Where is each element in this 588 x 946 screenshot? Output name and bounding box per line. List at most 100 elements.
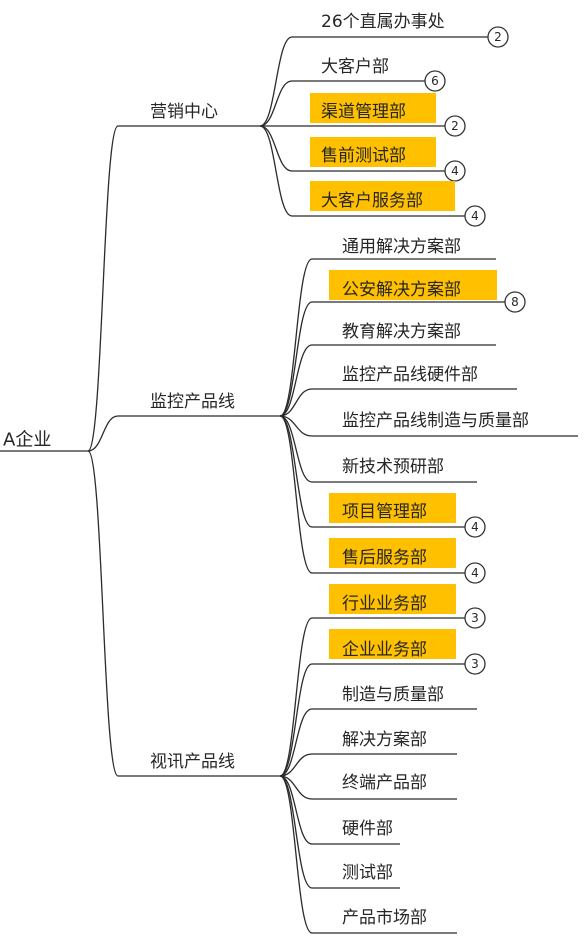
- highlight-box: [329, 493, 456, 523]
- root-to-branch-connector: [87, 125, 119, 452]
- department-label: 售后服务部: [342, 548, 427, 568]
- department-label: 教育解决方案部: [342, 322, 461, 342]
- badge-count: 6: [431, 74, 439, 88]
- highlight-box: [310, 137, 436, 167]
- badge-circle: [487, 26, 509, 48]
- count-badge: 4: [464, 516, 486, 538]
- department-node: 终端产品部: [342, 773, 427, 793]
- badge-count: 4: [471, 520, 479, 534]
- department-node: 渠道管理部 2: [310, 93, 466, 137]
- branch-to-child-connector: [279, 663, 313, 777]
- branch-to-child-connector: [279, 415, 313, 574]
- badge-count: 2: [451, 119, 459, 133]
- branch-to-child-connector: [279, 258, 313, 417]
- branch-to-child-connector: [279, 344, 313, 417]
- badge-count: 4: [471, 566, 479, 580]
- department-label: 项目管理部: [342, 502, 427, 522]
- department-node: 通用解决方案部: [342, 237, 461, 257]
- department-node: 产品市场部: [342, 908, 427, 928]
- department-label: 大客户服务部: [321, 191, 423, 211]
- badge-count: 4: [451, 164, 459, 178]
- department-node: 大客户部 6: [321, 57, 446, 92]
- count-badge: 3: [464, 653, 486, 675]
- branch-to-child-connector: [259, 125, 293, 217]
- branch-to-child-connector: [279, 775, 313, 889]
- badge-circle: [464, 562, 486, 584]
- department-label: 监控产品线硬件部: [342, 365, 478, 385]
- department-label: 大客户部: [321, 57, 389, 77]
- mind-map-nodes: A企业 营销中心 26个直属办事处 2 大客户部 6 渠道管理部 2 售前测试部 4 大客户服务部 4…: [3, 12, 529, 928]
- highlight-box: [329, 270, 497, 300]
- branch-to-child-connector: [279, 753, 313, 777]
- badge-circle: [464, 205, 486, 227]
- branch-to-child-connector: [279, 415, 313, 528]
- badge-circle: [424, 70, 446, 92]
- department-node: 监控产品线制造与质量部: [342, 411, 529, 431]
- department-label: 公安解决方案部: [342, 280, 461, 300]
- branch-to-child-connector: [259, 80, 293, 127]
- root-node-label: A企业: [3, 430, 51, 451]
- department-node: 企业业务部 3: [329, 629, 486, 675]
- branch-to-child-connector: [279, 415, 313, 483]
- count-badge: 4: [464, 562, 486, 584]
- count-badge: 8: [504, 291, 526, 313]
- highlight-box: [329, 629, 456, 659]
- department-node: 测试部: [342, 863, 393, 883]
- department-node: 公安解决方案部 8: [329, 270, 526, 313]
- badge-circle: [504, 291, 526, 313]
- department-node: 制造与质量部: [342, 685, 444, 705]
- branch-to-child-connector: [279, 301, 313, 417]
- department-label: 解决方案部: [342, 730, 427, 750]
- count-badge: 4: [464, 205, 486, 227]
- badge-count: 4: [471, 209, 479, 223]
- branch-to-child-connector: [279, 708, 313, 777]
- department-label: 通用解决方案部: [342, 237, 461, 257]
- department-label: 企业业务部: [342, 640, 427, 660]
- department-label: 售前测试部: [321, 146, 406, 166]
- department-node: 26个直属办事处 2: [321, 12, 509, 48]
- connector-lines: [0, 36, 578, 934]
- branch-to-child-connector: [259, 36, 293, 127]
- badge-count: 3: [471, 657, 479, 671]
- badge-circle: [464, 607, 486, 629]
- department-node: 监控产品线硬件部: [342, 365, 478, 385]
- badge-circle: [464, 653, 486, 675]
- badge-circle: [464, 516, 486, 538]
- count-badge: 4: [444, 160, 466, 182]
- department-label: 硬件部: [342, 819, 393, 839]
- department-node: 大客户服务部 4: [310, 181, 486, 227]
- department-node: 硬件部: [342, 819, 393, 839]
- department-label: 产品市场部: [342, 908, 427, 928]
- branch-label: 营销中心: [150, 102, 218, 122]
- branch-to-child-connector: [279, 775, 313, 934]
- branch-to-child-connector: [279, 775, 313, 845]
- highlight-box: [329, 584, 456, 614]
- department-label: 渠道管理部: [321, 102, 406, 122]
- department-label: 测试部: [342, 863, 393, 883]
- department-label: 26个直属办事处: [321, 12, 445, 32]
- branch-to-child-connector: [279, 388, 313, 417]
- department-node: 解决方案部: [342, 730, 427, 750]
- department-node: 新技术预研部: [342, 457, 444, 477]
- badge-count: 8: [511, 295, 519, 309]
- department-node: 售前测试部 4: [310, 137, 466, 182]
- department-label: 终端产品部: [342, 773, 427, 793]
- department-node: 项目管理部 4: [329, 493, 486, 538]
- highlight-box: [310, 181, 455, 211]
- highlight-box: [310, 93, 436, 123]
- count-badge: 2: [487, 26, 509, 48]
- count-badge: 6: [424, 70, 446, 92]
- badge-circle: [444, 115, 466, 137]
- department-label: 新技术预研部: [342, 457, 444, 477]
- root-to-branch-connector: [87, 415, 119, 452]
- highlight-box: [329, 538, 456, 568]
- branch-to-child-connector: [259, 125, 293, 172]
- department-label: 监控产品线制造与质量部: [342, 411, 529, 431]
- department-node: 售后服务部 4: [329, 538, 486, 584]
- count-badge: 2: [444, 115, 466, 137]
- department-label: 制造与质量部: [342, 685, 444, 705]
- department-node: 教育解决方案部: [342, 322, 461, 342]
- department-label: 行业业务部: [342, 594, 427, 614]
